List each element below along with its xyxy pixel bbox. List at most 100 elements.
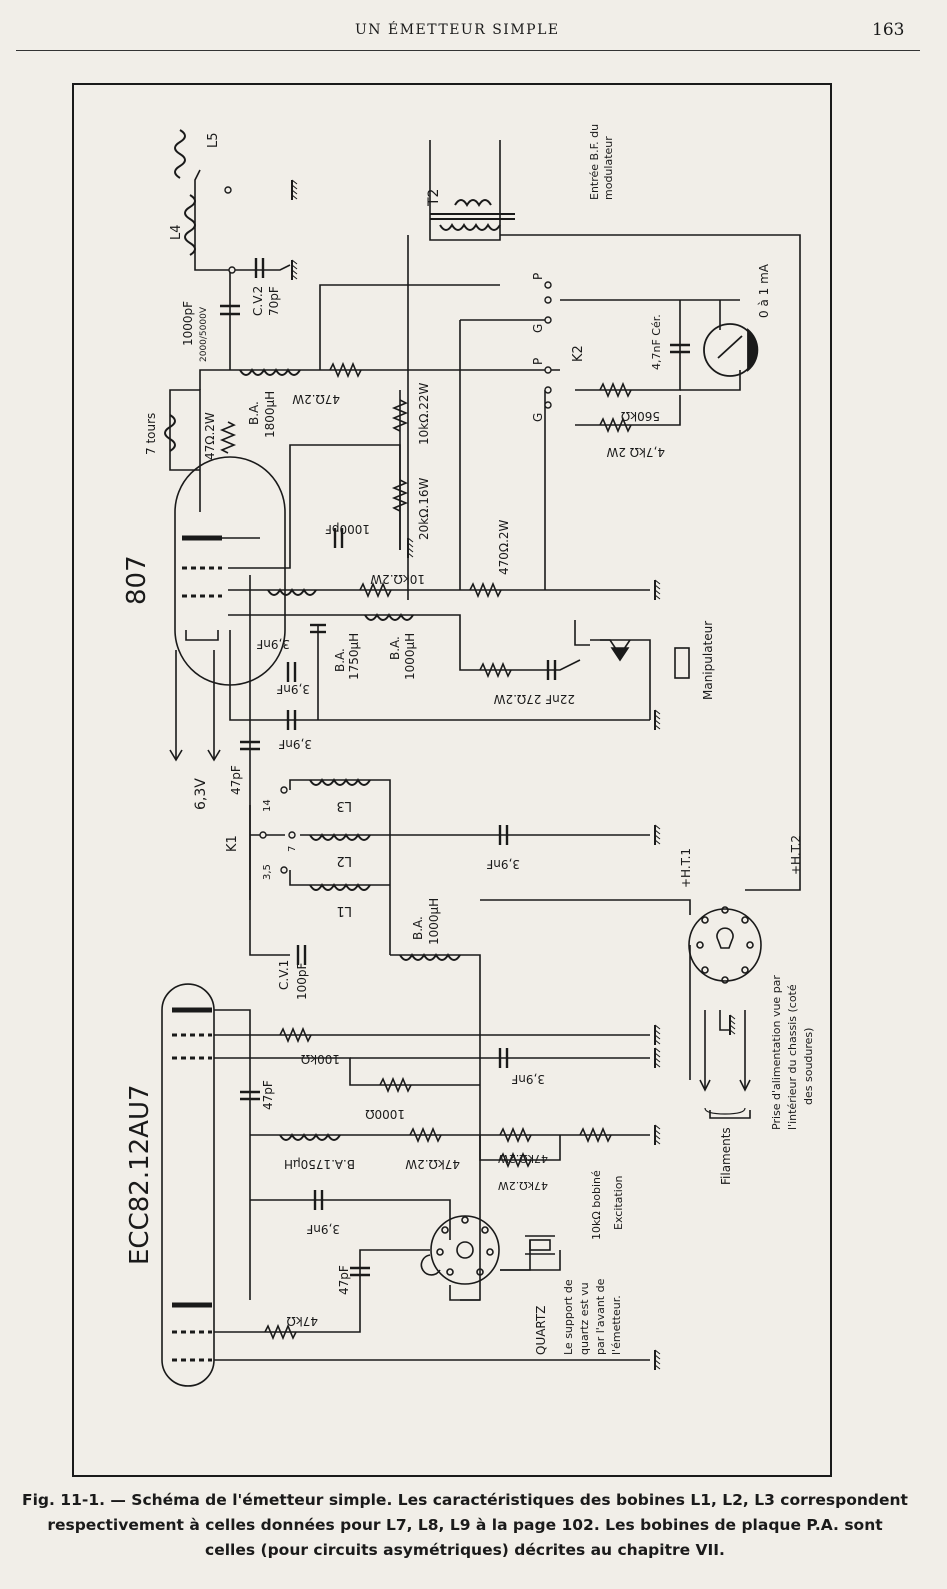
label-prise-1: Prise d'alimentation vue par bbox=[770, 975, 783, 1130]
tube-807-envelope bbox=[174, 456, 286, 686]
label-ba-1750: B.A. bbox=[333, 648, 347, 672]
switch-k2 bbox=[224, 186, 552, 874]
label-47k: 47kΩ bbox=[287, 1314, 318, 1328]
label-1000pf: 1000pF bbox=[181, 301, 195, 346]
label-ba-1750b: B.A.1750µH bbox=[284, 1157, 355, 1171]
label-entree-bf-2: modulateur bbox=[602, 136, 615, 200]
caption-line-3: celles (pour circuits asymétriques) décr… bbox=[205, 1541, 725, 1559]
figure-caption: Fig. 11-1. — Schéma de l'émetteur simple… bbox=[0, 1488, 930, 1563]
capacitors bbox=[220, 258, 690, 1277]
label-47pf: 47pF bbox=[229, 765, 243, 795]
label-6-3v: 6,3V bbox=[193, 778, 209, 810]
label-excitation: Excitation bbox=[612, 1175, 625, 1230]
label-47ohm-2w-b: 47Ω.2W bbox=[203, 412, 217, 460]
label-quartz-4: par l'avant de bbox=[594, 1278, 607, 1355]
label-22nf: 22nF 27Ω.2W bbox=[494, 692, 575, 706]
label-3n9-b: 3,9nF bbox=[276, 682, 310, 696]
label-ba-1800: B.A. bbox=[247, 401, 261, 425]
label-ht2: +H.T.2 bbox=[789, 835, 803, 875]
coils bbox=[164, 129, 501, 1141]
label-47k-2w-c: 47kΩ.2W bbox=[498, 1179, 548, 1192]
label-1000uh: 1000µH bbox=[403, 633, 417, 680]
label-k1: K1 bbox=[225, 835, 240, 852]
label-1750uh: 1750µH bbox=[347, 633, 361, 680]
label-ba-1000b: B.A. bbox=[411, 916, 425, 940]
label-4n7: 4,7nF Cér. bbox=[650, 314, 663, 370]
key-jack bbox=[590, 639, 690, 679]
header-rule bbox=[16, 50, 920, 51]
label-k2: K2 bbox=[571, 345, 586, 362]
label-7: 7 bbox=[287, 846, 298, 852]
label-10k-22w: 10kΩ.22W bbox=[417, 383, 431, 445]
label-3n9-a: 3,9nF bbox=[256, 637, 290, 651]
milliammeter bbox=[703, 323, 759, 377]
label-g1: G bbox=[531, 324, 545, 333]
tube-ecc82-label: ECC82.12AU7 bbox=[125, 1084, 155, 1265]
label-prise-3: des soudures) bbox=[802, 1028, 815, 1105]
label-p2: P bbox=[531, 358, 545, 365]
label-7tours: 7 tours bbox=[144, 413, 158, 455]
label-l5: L5 bbox=[206, 132, 221, 148]
label-4k7: 4,7kΩ 2W bbox=[606, 445, 665, 459]
label-100k: 100kΩ bbox=[301, 1052, 340, 1066]
label-t2: T2 bbox=[426, 189, 442, 207]
label-quartz: QUARTZ bbox=[534, 1306, 548, 1355]
label-1000pf-b: 1000pF bbox=[325, 522, 370, 536]
component-labels: L5 L4 T2 Entrée B.F. du modulateur 0 à 1… bbox=[144, 124, 815, 1355]
label-1000ohm: 1000Ω bbox=[365, 1107, 405, 1121]
caption-line-2: respectivement à celles données pour L7,… bbox=[47, 1516, 883, 1534]
label-100pf: 100pF bbox=[295, 962, 309, 1000]
label-g2: G bbox=[531, 413, 545, 422]
diagram-frame bbox=[72, 83, 832, 1477]
label-ht1: +H.T.1 bbox=[679, 848, 693, 888]
page-header: UN ÉMETTEUR SIMPLE 163 bbox=[0, 18, 947, 46]
wiring bbox=[161, 140, 801, 1387]
filaments-brace bbox=[704, 1107, 746, 1115]
label-47pf-c: 47pF bbox=[337, 1265, 351, 1295]
resistors bbox=[219, 361, 632, 1341]
label-10k-2w: 10kΩ.2W bbox=[370, 572, 425, 586]
label-l1: L1 bbox=[336, 903, 352, 918]
label-560k: 560kΩ bbox=[621, 409, 660, 423]
quartz-socket bbox=[420, 1215, 555, 1285]
label-cv2: C.V.2 bbox=[251, 286, 265, 316]
t2-core bbox=[430, 213, 515, 220]
label-47k-2w-b: 47kΩ.2W bbox=[498, 1152, 548, 1165]
label-quartz-3: quartz est vu bbox=[578, 1282, 591, 1355]
label-3n9-d: 3,9nF bbox=[486, 857, 520, 871]
label-3-5: 3,5 bbox=[262, 864, 273, 880]
page-number: 163 bbox=[872, 20, 905, 40]
label-l2: L2 bbox=[336, 853, 352, 868]
caption-line-1: Fig. 11-1. — Schéma de l'émetteur simple… bbox=[22, 1491, 908, 1509]
tube-ecc82-envelope bbox=[161, 983, 215, 1387]
label-1800uh: 1800µH bbox=[263, 391, 277, 438]
label-prise-2: l'intérieur du chassis (coté bbox=[786, 984, 799, 1130]
label-10k-bobine: 10kΩ bobiné bbox=[590, 1170, 603, 1240]
label-470-2w: 470Ω.2W bbox=[497, 519, 511, 575]
label-meter: 0 à 1 mA bbox=[757, 263, 771, 318]
label-quartz-2: Le support de bbox=[562, 1279, 575, 1355]
label-47k-2w-a: 47kΩ.2W bbox=[405, 1157, 460, 1171]
label-l4: L4 bbox=[169, 224, 184, 240]
label-filaments: Filaments bbox=[719, 1127, 733, 1185]
label-47ohm-2w: 47Ω.2W bbox=[292, 392, 340, 406]
tube-807-label: 807 bbox=[122, 555, 152, 605]
running-title: UN ÉMETTEUR SIMPLE bbox=[355, 22, 560, 38]
label-ba-1000: B.A. bbox=[388, 636, 402, 660]
label-quartz-5: l'émetteur. bbox=[610, 1295, 623, 1355]
label-cv1: C.V.1 bbox=[277, 960, 291, 990]
label-1000uh-b: 1000µH bbox=[427, 898, 441, 945]
label-14: 14 bbox=[262, 799, 273, 812]
label-entree-bf-1: Entrée B.F. du bbox=[588, 124, 601, 200]
label-3n9-e: 3,9nF bbox=[511, 1072, 545, 1086]
label-20k-16w: 20kΩ.16W bbox=[417, 478, 431, 540]
label-p1: P bbox=[531, 273, 545, 280]
label-manipulateur: Manipulateur bbox=[701, 621, 715, 700]
label-l3: L3 bbox=[336, 798, 352, 813]
label-3n9-f: 3,9nF bbox=[306, 1222, 340, 1236]
power-socket bbox=[688, 906, 762, 984]
label-70pf: 70pF bbox=[267, 286, 281, 316]
label-47pf-b: 47pF bbox=[261, 1080, 275, 1110]
label-3n9-c: 3,9nF bbox=[278, 737, 312, 751]
